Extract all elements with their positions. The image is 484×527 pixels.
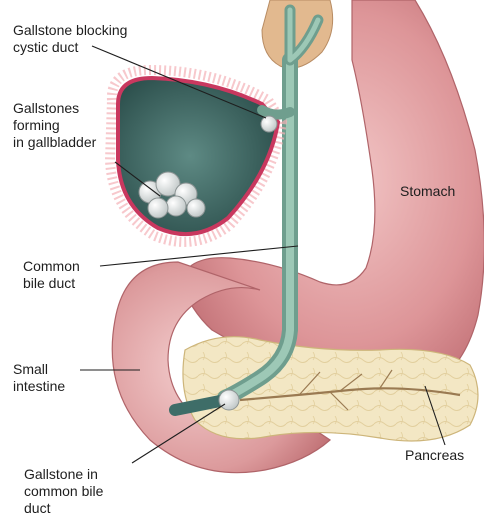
label-stomach: Stomach	[400, 183, 455, 200]
cystic-duct	[262, 110, 290, 115]
gallstone-cystic	[261, 116, 277, 132]
label-common-bile-duct: Common bile duct	[23, 258, 80, 292]
gallstone-common	[219, 390, 239, 410]
label-gallstone-blocking: Gallstone blocking cystic duct	[13, 22, 127, 56]
label-small-intestine: Small intestine	[13, 361, 65, 395]
label-gallstone-common: Gallstone in common bile duct	[24, 466, 103, 517]
label-pancreas: Pancreas	[405, 447, 464, 464]
label-gallstones-forming: Gallstones forming in gallbladder	[13, 100, 96, 151]
